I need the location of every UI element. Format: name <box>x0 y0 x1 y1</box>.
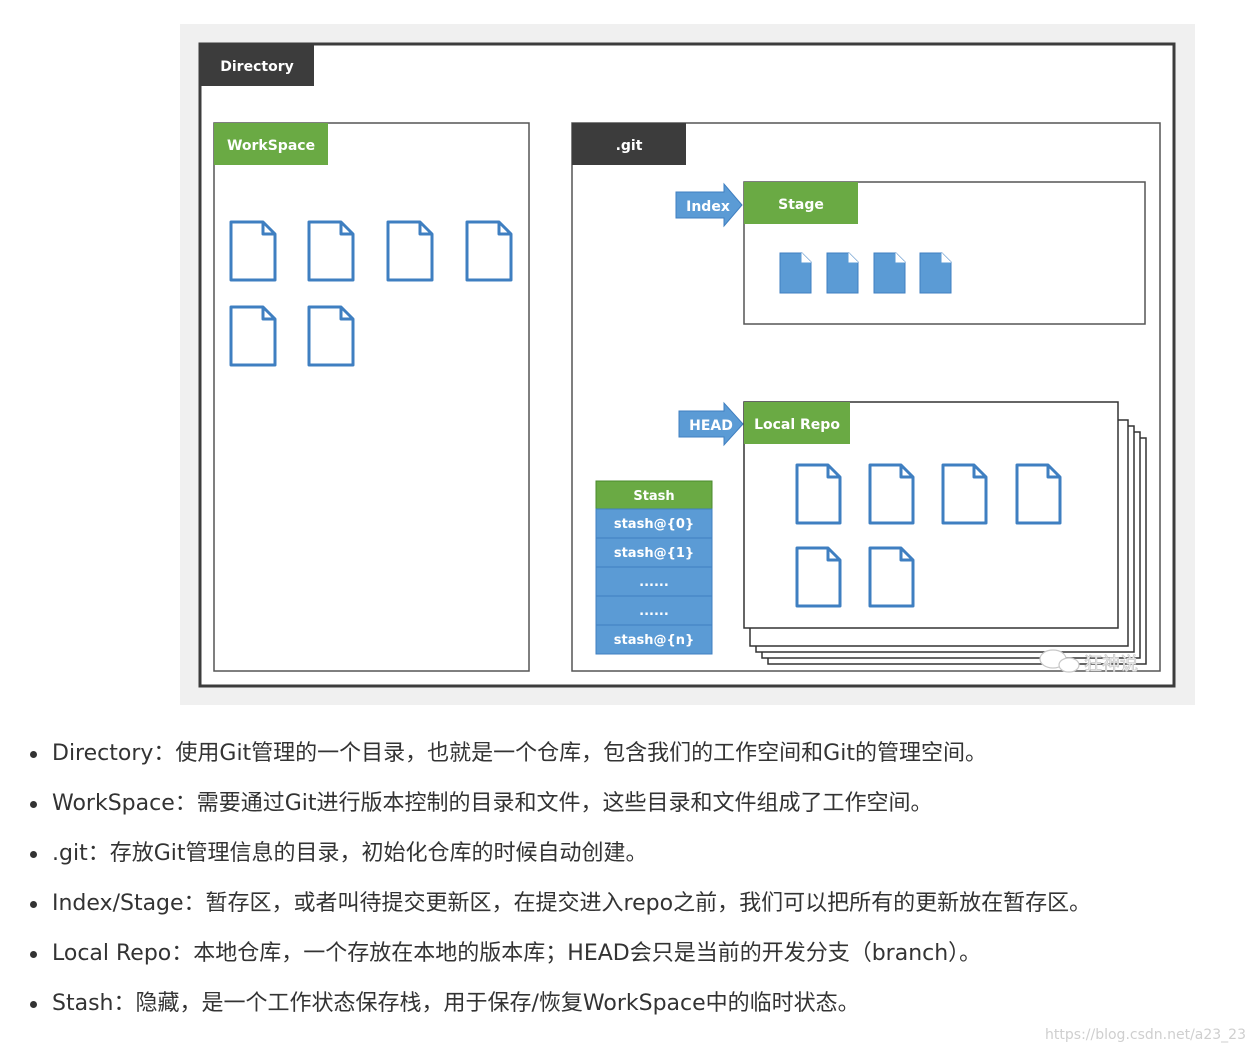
git-label: .git <box>616 138 643 154</box>
file-icon <box>229 220 277 282</box>
diagram-canvas: Directory WorkSpace .git Index Stage HEA… <box>198 42 1176 688</box>
file-fold-icon <box>848 253 858 263</box>
stash-header-label: Stash <box>633 489 674 504</box>
stash-row <box>595 508 713 539</box>
file-icon <box>307 305 355 367</box>
workspace-files <box>229 220 513 367</box>
bullet-icon <box>30 851 37 858</box>
list-item: .git：存放Git管理信息的目录，初始化仓库的时候自动创建。 <box>28 828 1238 878</box>
bullet-icon <box>30 951 37 958</box>
note-text: Stash：隐藏，是一个工作状态保存栈，用于保存/恢复WorkSpace中的临时… <box>52 991 860 1016</box>
stage-tab <box>744 182 858 224</box>
stage-label: Stage <box>778 197 824 213</box>
list-item: WorkSpace：需要通过Git进行版本控制的目录和文件，这些目录和文件组成了… <box>28 778 1238 828</box>
list-item: Directory：使用Git管理的一个目录，也就是一个仓库，包含我们的工作空间… <box>28 728 1238 778</box>
footer-watermark: https://blog.csdn.net/a23_23 <box>1045 1027 1246 1043</box>
index-label: Index <box>686 199 730 215</box>
file-icon <box>868 463 915 525</box>
local-repo-files <box>795 463 1062 608</box>
stash-table: Stash stash@{0} stash@{1}............ stas… <box>595 480 713 655</box>
stash-row-label: ...... <box>639 604 669 619</box>
bullet-icon <box>30 901 37 908</box>
stash-row-label: stash@{n} <box>614 633 694 648</box>
directory-label: Directory <box>220 59 293 75</box>
local-repo-label: Local Repo <box>754 417 840 433</box>
list-item: Index/Stage：暂存区，或者叫待提交更新区，在提交进入repo之前，我们… <box>28 878 1238 928</box>
note-text: Local Repo：本地仓库，一个存放在本地的版本库；HEAD会只是当前的开发… <box>52 941 982 966</box>
file-icon <box>1015 463 1062 525</box>
index-arrow <box>675 182 743 228</box>
list-item: Stash：隐藏，是一个工作状态保存栈，用于保存/恢复WorkSpace中的临时… <box>28 978 1238 1028</box>
stash-row <box>595 566 713 597</box>
file-icon <box>307 220 355 282</box>
watermark-text: 狂神说 <box>1084 654 1138 675</box>
watermark-logo <box>1039 649 1080 673</box>
file-icon <box>868 546 915 608</box>
staged-file-icon <box>873 252 906 294</box>
file-icon <box>795 546 842 608</box>
workspace-label: WorkSpace <box>227 138 315 154</box>
directory-tab <box>200 44 314 86</box>
file-fold-icon <box>895 253 905 263</box>
workspace-box <box>213 122 530 672</box>
staged-file-icon <box>919 252 952 294</box>
staged-file-icon <box>826 252 859 294</box>
stash-row <box>595 537 713 568</box>
bullet-icon <box>30 751 37 758</box>
file-icon <box>229 305 277 367</box>
note-text: .git：存放Git管理信息的目录，初始化仓库的时候自动创建。 <box>52 841 648 866</box>
bullet-icon <box>30 801 37 808</box>
list-item: Local Repo：本地仓库，一个存放在本地的版本库；HEAD会只是当前的开发… <box>28 928 1238 978</box>
git-structure-diagram: Directory WorkSpace .git Index Stage HEA… <box>180 24 1195 705</box>
git-tab <box>572 123 686 165</box>
file-icon <box>941 463 988 525</box>
file-icon <box>795 463 842 525</box>
head-label: HEAD <box>689 418 733 434</box>
file-icon <box>465 220 513 282</box>
note-text: Index/Stage：暂存区，或者叫待提交更新区，在提交进入repo之前，我们… <box>52 891 1092 916</box>
note-text: WorkSpace：需要通过Git进行版本控制的目录和文件，这些目录和文件组成了… <box>52 791 933 816</box>
file-fold-icon <box>801 253 811 263</box>
head-arrow <box>678 401 744 447</box>
workspace-tab <box>214 123 328 165</box>
note-text: Directory：使用Git管理的一个目录，也就是一个仓库，包含我们的工作空间… <box>52 741 987 766</box>
staged-file-icon <box>779 252 812 294</box>
file-icon <box>386 220 434 282</box>
stash-row-label: stash@{1} <box>614 546 694 561</box>
file-fold-icon <box>941 253 951 263</box>
local-repo-tab <box>744 402 850 444</box>
stash-row-label: ...... <box>639 575 669 590</box>
stash-row <box>595 624 713 655</box>
stage-files <box>779 252 952 294</box>
notes-list: Directory：使用Git管理的一个目录，也就是一个仓库，包含我们的工作空间… <box>28 728 1238 1028</box>
bullet-icon <box>30 1001 37 1008</box>
stash-row-label: stash@{0} <box>614 517 694 532</box>
